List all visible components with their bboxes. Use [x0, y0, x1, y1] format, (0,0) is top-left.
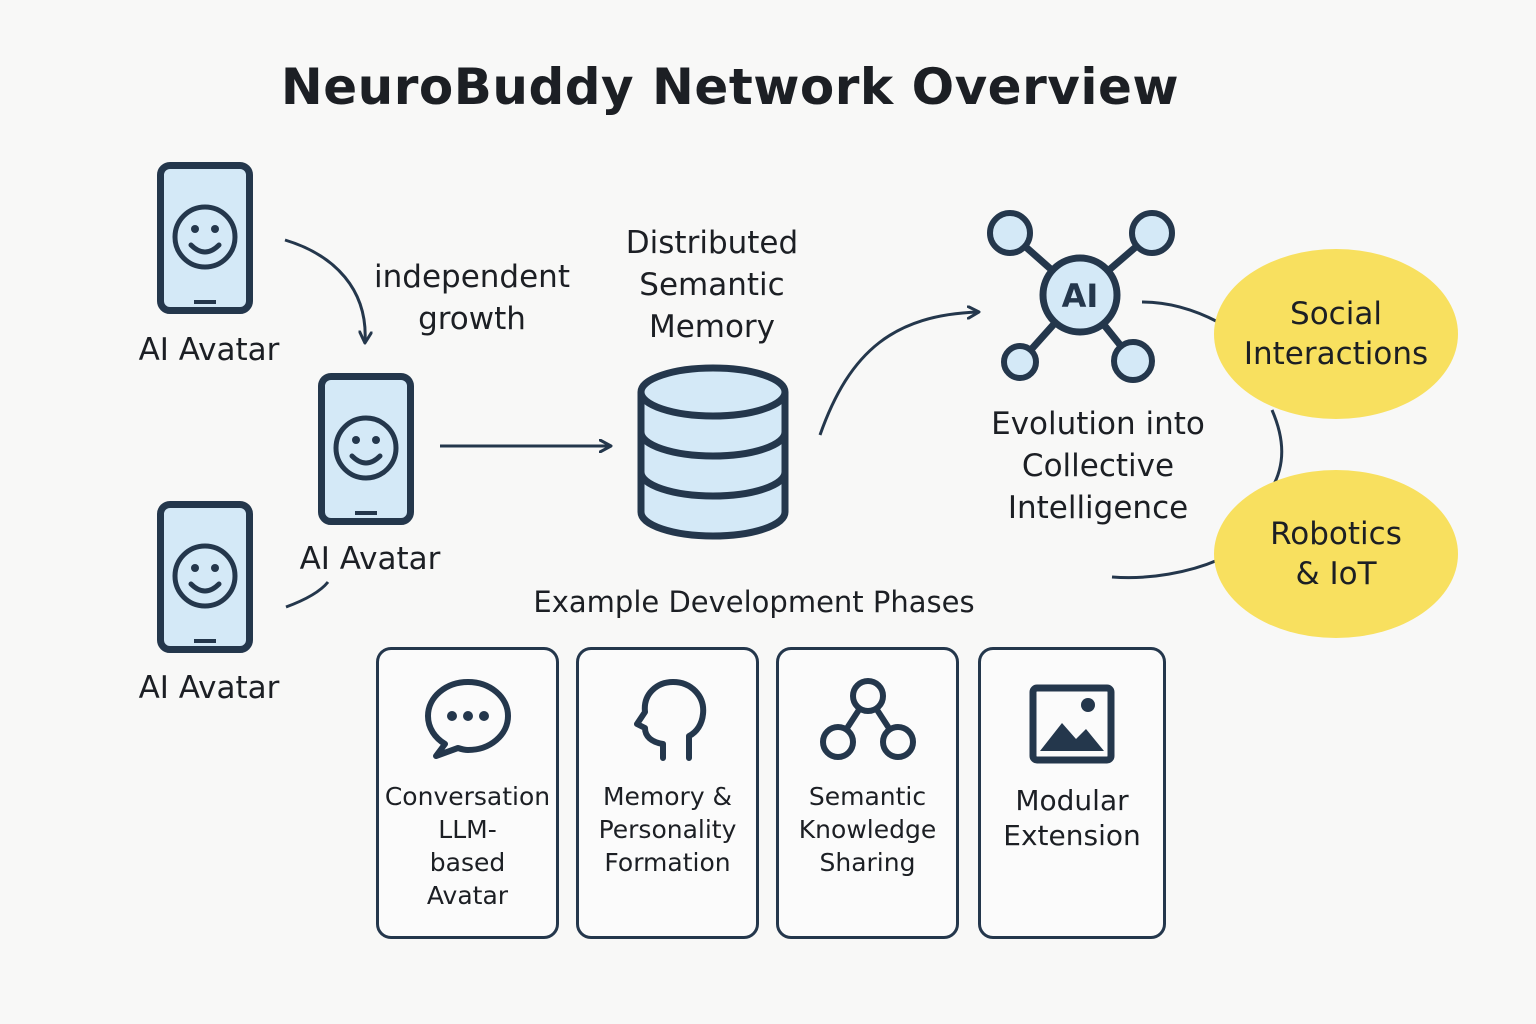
robotics-iot-node: Robotics & IoT [1214, 470, 1458, 638]
line-social-to-robotics [1270, 409, 1284, 489]
robotics-iot-label: Robotics & IoT [1270, 516, 1402, 592]
phase-label-modular: Modular Extension [1003, 784, 1141, 852]
node-graph-icon [819, 678, 916, 760]
image-icon [1029, 684, 1115, 764]
phases-heading: Example Development Phases [533, 585, 975, 619]
edge-label-independent-growth: independent growth [374, 259, 570, 337]
phase-label-semantic: Semantic Knowledge Sharing [798, 782, 937, 877]
arrow-avatar1-to-avatar2 [284, 238, 365, 342]
phase-label-memory: Memory & Personality Formation [598, 782, 737, 877]
smiley-icon [172, 543, 238, 643]
phase-card-semantic: Semantic Knowledge Sharing [776, 647, 959, 939]
social-interactions-label: Social Interactions [1243, 296, 1429, 372]
diagram-title: NeuroBuddy Network Overview [280, 58, 1180, 116]
avatar-phone-2 [318, 373, 414, 525]
phase-card-memory: Memory & Personality Formation [576, 647, 759, 939]
line-collective-to-robotics [1111, 558, 1219, 580]
avatar-label-2: AI Avatar [299, 541, 441, 577]
arrow-memory-to-collective [818, 312, 978, 436]
avatar-phone-3 [157, 501, 253, 653]
phase-label-conversation: Conversation LLM- based Avatar [384, 782, 551, 910]
chat-bubble-icon [424, 679, 511, 759]
avatar-label-3: AI Avatar [138, 670, 280, 706]
avatar-label-1: AI Avatar [138, 332, 280, 368]
line-avatar3-to-avatar2 [285, 581, 330, 609]
network-hub-icon: AI [987, 210, 1175, 383]
phase-card-conversation: Conversation LLM- based Avatar [376, 647, 559, 939]
memory-label: Distributed Semantic Memory [625, 225, 799, 345]
hub-label: AI [1062, 277, 1099, 315]
smiley-icon [333, 415, 399, 515]
database-icon [637, 364, 789, 540]
smiley-icon [172, 204, 238, 304]
head-profile-icon [633, 679, 706, 761]
phase-card-modular: Modular Extension [978, 647, 1166, 939]
avatar-phone-1 [157, 162, 253, 314]
social-interactions-node: Social Interactions [1214, 249, 1458, 419]
collective-label: Evolution into Collective Intelligence [991, 406, 1205, 526]
line-collective-to-social [1141, 300, 1219, 324]
